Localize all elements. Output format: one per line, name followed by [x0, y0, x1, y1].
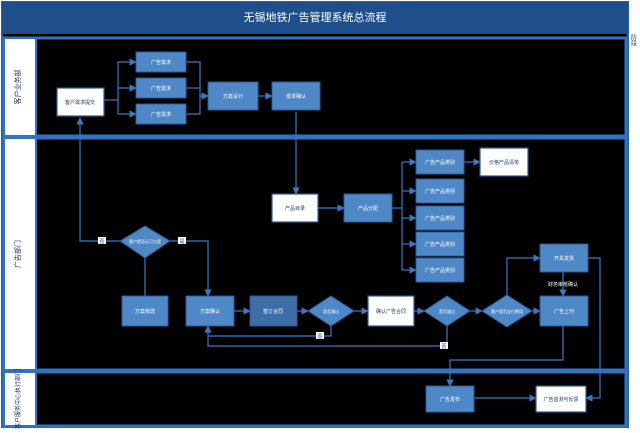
- edge-rightbottom-exec1: [446, 326, 564, 387]
- node-m1: [415, 149, 465, 175]
- edge-righttop-exec2: [585, 257, 601, 402]
- node-right-bottom: [539, 295, 589, 327]
- node-decision4: [481, 294, 533, 328]
- node-top2-label: 广告需求: [151, 85, 171, 92]
- edge-label-no-left-bg: [98, 237, 106, 244]
- node-top-mid: [207, 81, 259, 111]
- node-m1-label: 广告产品类别: [425, 159, 455, 166]
- edge-decision-left-up: [76, 117, 120, 242]
- node-decision3: [423, 295, 471, 327]
- lane-header-top: [3, 37, 37, 137]
- node-top1: [135, 51, 187, 73]
- node-m3: [415, 205, 465, 231]
- edge-split-top3: [117, 100, 137, 118]
- node-m2-label: 广告产品类别: [425, 188, 455, 195]
- edge-label-yes-left: 是: [179, 239, 184, 245]
- node-top-mid-label: 方案设计: [223, 93, 243, 100]
- node-top3-label: 广告需求: [151, 111, 171, 118]
- node-main1: [185, 295, 235, 327]
- edge-top1-merge: [186, 61, 209, 100]
- node-client-order-label: 客户需求提交: [65, 99, 95, 106]
- node-contract: [367, 295, 415, 327]
- node-decision2: [307, 295, 355, 327]
- node-main2: [249, 295, 298, 327]
- edge-top3-merge: [186, 96, 201, 115]
- node-decision-left: [119, 225, 171, 259]
- node-client-order: [56, 87, 105, 117]
- node-top2: [135, 77, 187, 99]
- node-price-list-label: 价格产品清单: [489, 159, 519, 166]
- node-reject-label: 方案修改: [135, 308, 155, 315]
- node-exec1: [425, 385, 475, 413]
- lane-label-bottom: 客户服务中心执行部门: [14, 369, 22, 429]
- edge-label-no-mid-bg: [316, 332, 324, 339]
- node-right-bottom-label: 广告上刊: [554, 308, 574, 315]
- node-m4: [415, 231, 465, 257]
- node-decision2-label: 是否通过: [323, 308, 339, 314]
- node-m5-label: 广告产品类别: [425, 267, 455, 274]
- node-product: [271, 193, 319, 223]
- node-m5: [415, 257, 465, 283]
- node-m4-label: 广告产品类别: [425, 241, 455, 248]
- edge-decision2-back: [204, 325, 332, 337]
- node-main1-label: 方案确认: [200, 308, 220, 315]
- node-assign: [343, 193, 393, 223]
- node-reject: [121, 295, 169, 327]
- lane-header-middle: [3, 137, 37, 371]
- node-top-right: [271, 81, 321, 111]
- edge-label-no-left: 否: [99, 239, 104, 245]
- lane-label-top: 客户业务部: [13, 70, 22, 105]
- node-top-right-label: 需求确认: [286, 93, 306, 100]
- node-m2: [415, 178, 465, 204]
- lane-label-middle: 广告部门: [13, 240, 22, 268]
- node-product-label: 产品目录: [285, 205, 305, 212]
- node-contract-label: 确认广告合同: [376, 308, 406, 315]
- node-assign-label: 产品分配: [358, 205, 378, 212]
- node-main2-label: 签订合同: [263, 308, 283, 315]
- node-top1-label: 广告需求: [151, 59, 171, 66]
- edge-label-no-right: 否: [441, 344, 446, 350]
- node-right-annotation: 财务审核确认: [548, 281, 578, 288]
- edge-decision3-back: [207, 326, 448, 347]
- node-right-top: [539, 243, 589, 273]
- lane-header-bottom: [3, 371, 37, 427]
- edge-label-no-right-bg: [440, 342, 448, 349]
- node-decision4-label: 客户是否支付费用: [491, 308, 523, 314]
- edge-split-top1: [117, 58, 137, 100]
- edge-label-yes-left-bg: [178, 237, 186, 244]
- node-price-list: [479, 147, 529, 177]
- node-exec2: [535, 385, 587, 413]
- node-right-top-label: 开具发票: [554, 255, 574, 262]
- node-top3: [135, 103, 187, 125]
- edge-decision4-up: [506, 254, 541, 296]
- node-exec2-label: 广告监测与反馈: [543, 396, 578, 403]
- lane-middle: [2, 136, 628, 372]
- node-exec1-label: 广告发布: [440, 396, 460, 403]
- edge-label-no-mid: 否: [317, 334, 322, 340]
- lane-bottom: [2, 370, 628, 428]
- title-band: [2, 2, 628, 34]
- node-decision3-label: 是否通过: [439, 308, 455, 314]
- diagram-title: 无锡地铁广告管理系统总流程: [244, 10, 387, 24]
- node-decision-left-label: 客户是否认可方案: [129, 238, 161, 244]
- corner-label: 阶段: [630, 33, 637, 47]
- node-m3-label: 广告产品类别: [425, 215, 455, 222]
